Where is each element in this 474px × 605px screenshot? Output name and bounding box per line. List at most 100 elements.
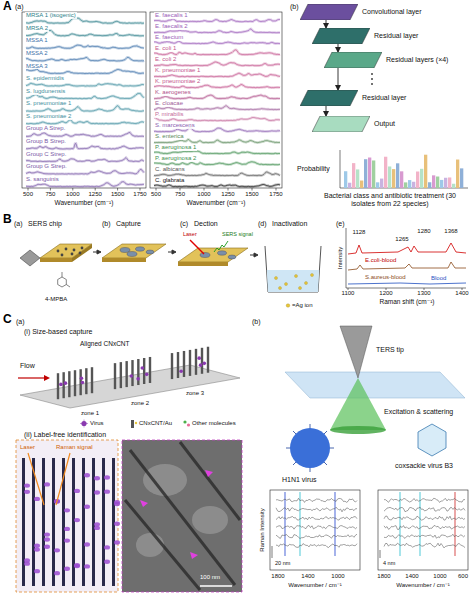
figure-label: 1400 [455, 290, 468, 297]
layer-slab [300, 90, 358, 106]
sers-chip [66, 285, 70, 288]
probability-bar [384, 157, 387, 188]
ters-spectra-frames [270, 490, 360, 570]
sers-chip [40, 258, 72, 262]
tem-image [200, 585, 232, 587]
figure-label: E. faecalis 2 [154, 23, 189, 30]
layer-label: Convolutional layer [362, 8, 422, 16]
network-layer: Output [312, 116, 395, 132]
capture-chip [102, 244, 166, 262]
figure-label: 1000 [331, 573, 344, 580]
tick [140, 188, 141, 191]
captured-virus [34, 497, 40, 501]
detection-chip [228, 255, 236, 259]
beaker [305, 282, 308, 285]
virus-particle [197, 356, 201, 360]
figure-label: 1800 [271, 573, 284, 580]
figure-label: 1000 [197, 191, 210, 198]
figure-label: MSSA 2 [25, 50, 49, 57]
laser-beams [28, 453, 44, 505]
spectrum-band [154, 184, 280, 186]
spectrum-band [26, 169, 144, 174]
captured-virus [34, 547, 40, 551]
probability-bar [364, 159, 367, 188]
figure-label: =Ag ion [292, 302, 313, 309]
figure-label: 600 [458, 573, 468, 580]
sers-chip [81, 247, 84, 250]
ters-setup [285, 372, 465, 398]
captured-virus [54, 571, 60, 575]
beaker [295, 275, 298, 278]
figure-label: MRSA 2 [25, 25, 49, 32]
probability-bar [352, 163, 355, 188]
figure-label: (b) [102, 220, 111, 228]
legend-text: CNxCNT/Au [139, 420, 172, 427]
h1n1-virus [286, 424, 334, 472]
beaker [275, 274, 314, 290]
cnt-pillar [85, 368, 87, 394]
tem-image [136, 533, 164, 557]
figure-label: E. faecalis 1 [154, 12, 189, 19]
cnt-pillar [125, 361, 127, 387]
capture-plate [18, 365, 240, 408]
spectrum-band [26, 83, 144, 86]
figure-label: K. pneumoniae 1 [154, 67, 201, 74]
beaker [285, 283, 288, 286]
figure-label: Wavenumber (cm⁻¹) [55, 199, 114, 206]
figure-label: (d) [258, 220, 267, 228]
probability-bar [392, 169, 395, 188]
band-markers [285, 492, 455, 556]
sers-spectrum [348, 283, 466, 284]
figure-label: 1128 [353, 229, 366, 236]
spectrum-band [26, 158, 144, 162]
ters-setup [285, 326, 465, 434]
figure-label: 1300 [417, 290, 430, 297]
band-markers [419, 492, 420, 556]
tem-image [192, 506, 228, 534]
spectrum-band [154, 19, 280, 22]
virus-particle [179, 369, 183, 373]
layer-label: Residual layers (×4) [386, 56, 448, 64]
ters-setup [330, 378, 386, 430]
cnt-pillar [143, 358, 145, 384]
figure-label: S. pneumoniae 1 [25, 100, 72, 107]
sers-chip [72, 244, 92, 262]
beaker [299, 287, 302, 290]
figure-label: Raman shift (cm⁻¹) [379, 298, 434, 305]
figure-label: Intensity [337, 247, 344, 269]
cnt-pillar [57, 373, 59, 399]
layer-label: Output [374, 120, 395, 128]
captured-virus [114, 500, 120, 504]
figure-label: 1000 [66, 191, 79, 198]
captured-virus [44, 537, 50, 541]
probability-bar [348, 183, 351, 188]
figure-label: 1500 [111, 191, 124, 198]
beaker [275, 277, 278, 280]
layer-dots [371, 83, 373, 85]
legend-icons [187, 423, 190, 426]
sers-chip [61, 254, 64, 257]
beaker [267, 270, 319, 292]
figure-label: SERS signal [222, 231, 253, 237]
figure-label: 1100 [342, 290, 355, 297]
tem-image [125, 500, 200, 590]
spectrum-line [26, 57, 144, 61]
detection-chip [218, 251, 227, 255]
layer-slab [312, 28, 370, 44]
captured-virus [64, 527, 70, 531]
tem-image [140, 470, 213, 559]
cnt-pillar [149, 357, 151, 383]
step-arrows [254, 253, 258, 257]
figure-label: B [3, 213, 12, 227]
figure-label: K. pneumoniae 2 [154, 78, 201, 85]
captured-virus [94, 522, 100, 526]
layer-slab-face [312, 116, 370, 132]
legend-icons [131, 420, 134, 428]
detection-chip [178, 248, 248, 262]
figure-label: S. enterica [154, 133, 185, 140]
captured-virus [84, 504, 90, 508]
spectrum-line [154, 162, 280, 165]
probability-bar [444, 178, 447, 188]
layer-arrow [326, 106, 327, 116]
legend-text: Virus [90, 420, 104, 427]
